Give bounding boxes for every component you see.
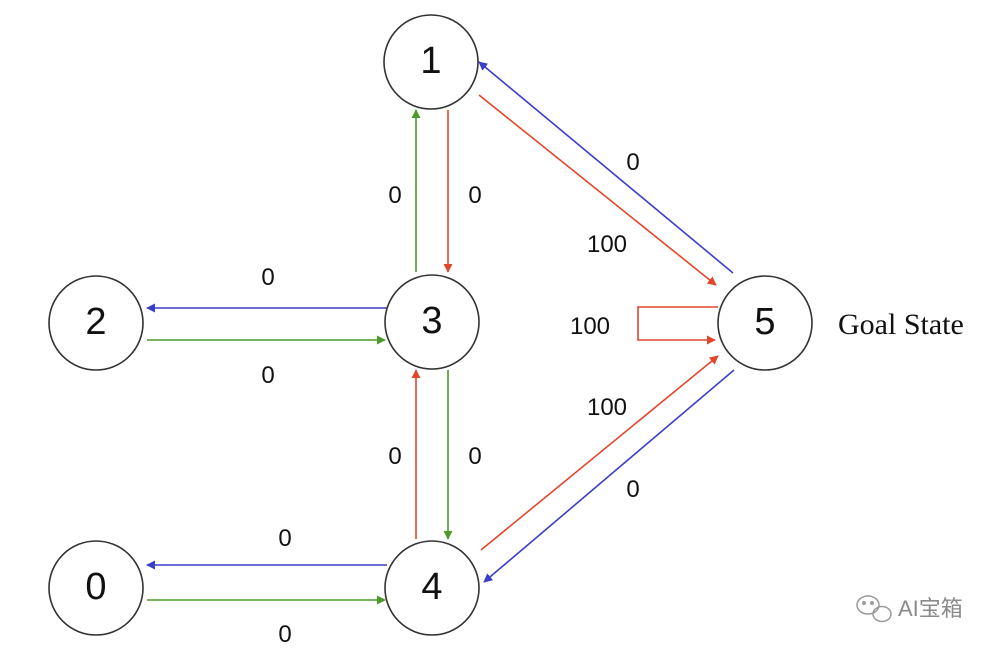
watermark-text: AI宝箱 xyxy=(898,596,963,621)
node-3: 3 xyxy=(384,274,480,370)
goal-state-label: Goal State xyxy=(838,308,964,341)
edge-label-3-to-1: 0 xyxy=(388,182,401,209)
edge-label-5-to-1: 0 xyxy=(626,149,639,176)
node-label-3: 3 xyxy=(421,300,442,342)
node-label-1: 1 xyxy=(420,40,441,82)
node-label-5: 5 xyxy=(754,301,775,343)
node-label-2: 2 xyxy=(85,301,106,343)
edge-label-1-to-3: 0 xyxy=(468,182,481,209)
edge-1-to-5 xyxy=(478,94,717,286)
node-2: 2 xyxy=(48,275,144,371)
node-0: 0 xyxy=(48,540,144,636)
node-label-4: 4 xyxy=(421,566,442,608)
node-5: 5 xyxy=(717,275,813,371)
edge-5-self-loop xyxy=(637,306,718,345)
node-1: 1 xyxy=(383,14,479,110)
edge-5-to-4 xyxy=(483,369,735,583)
edge-label-5-self-loop: 100 xyxy=(570,313,610,340)
edge-label-4-to-5: 100 xyxy=(587,394,627,421)
edge-label-1-to-5: 100 xyxy=(587,231,627,258)
edge-label-3-to-4: 0 xyxy=(468,443,481,470)
edge-label-3-to-2: 0 xyxy=(261,264,274,291)
edge-label-2-to-3: 0 xyxy=(261,362,274,389)
edge-label-4-to-3: 0 xyxy=(388,443,401,470)
edge-label-0-to-4: 0 xyxy=(278,621,291,648)
node-label-0: 0 xyxy=(85,566,106,608)
watermark: AI宝箱 xyxy=(856,595,963,623)
node-4: 4 xyxy=(384,540,480,636)
edge-4-to-5 xyxy=(480,355,719,551)
edge-5-to-1 xyxy=(478,61,734,274)
edge-label-5-to-4: 0 xyxy=(626,476,639,503)
wechat-icon xyxy=(856,595,892,623)
edge-label-4-to-0: 0 xyxy=(278,525,291,552)
